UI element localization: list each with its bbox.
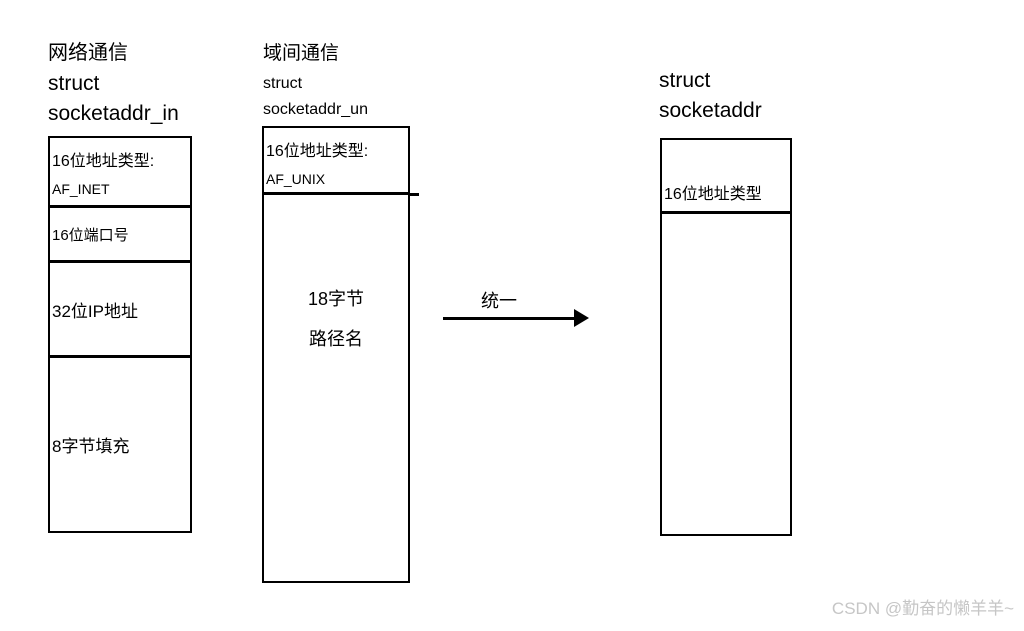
left-struct-keyword: struct — [48, 72, 100, 95]
divider-overhang — [408, 193, 419, 196]
right-struct-keyword: struct — [659, 69, 711, 92]
field-in-addr-type-label: 16位地址类型: — [52, 153, 155, 170]
sockaddr-in-heading: 网络通信 struct socketaddr_in — [48, 37, 179, 129]
field-un-addr-type-value: AF_UNIX — [266, 171, 326, 187]
unify-arrow-line — [443, 317, 576, 320]
csdn-watermark: CSDN @勤奋的懒羊羊~ — [831, 599, 1014, 618]
sockaddr-un-box: 16位地址类型: AF_UNIX 18字节 路径名 — [262, 126, 410, 583]
left-category-label: 网络通信 — [48, 42, 128, 64]
middle-struct-keyword: struct — [263, 75, 303, 92]
field-in-ip: 32位IP地址 — [50, 263, 190, 358]
middle-category-label: 域间通信 — [263, 43, 340, 64]
field-un-path-line1: 18字节 — [307, 289, 365, 309]
field-in-port-label: 16位端口号 — [52, 226, 129, 244]
field-in-padding: 8字节填充 — [50, 358, 190, 531]
field-un-path-line2: 路径名 — [309, 329, 363, 349]
field-un-path: 18字节 路径名 — [264, 195, 408, 581]
unify-arrow-label: 统一 — [481, 291, 517, 311]
sockaddr-heading: struct socketaddr — [659, 66, 762, 126]
field-generic-addr-type: 16位地址类型 — [662, 140, 790, 214]
field-un-addr-type: 16位地址类型: AF_UNIX — [264, 128, 408, 195]
sockaddr-un-heading: 域间通信 struct socketaddr_un — [263, 38, 368, 123]
middle-struct-name: socketaddr_un — [263, 101, 368, 118]
unify-arrow-head — [574, 309, 589, 327]
field-generic-empty — [662, 214, 790, 534]
sockaddr-box: 16位地址类型 — [660, 138, 792, 536]
sockaddr-in-box: 16位地址类型: AF_INET 16位端口号 32位IP地址 8字节填充 — [48, 136, 192, 533]
field-generic-addr-type-label: 16位地址类型 — [664, 186, 762, 203]
left-struct-name: socketaddr_in — [48, 102, 179, 125]
right-struct-name: socketaddr — [659, 99, 762, 122]
field-in-padding-label: 8字节填充 — [52, 437, 130, 456]
field-un-addr-type-label: 16位地址类型: — [266, 143, 369, 160]
field-in-addr-type: 16位地址类型: AF_INET — [50, 138, 190, 208]
field-in-port: 16位端口号 — [50, 208, 190, 263]
field-in-ip-label: 32位IP地址 — [52, 301, 138, 321]
field-in-addr-type-value: AF_INET — [52, 181, 110, 197]
